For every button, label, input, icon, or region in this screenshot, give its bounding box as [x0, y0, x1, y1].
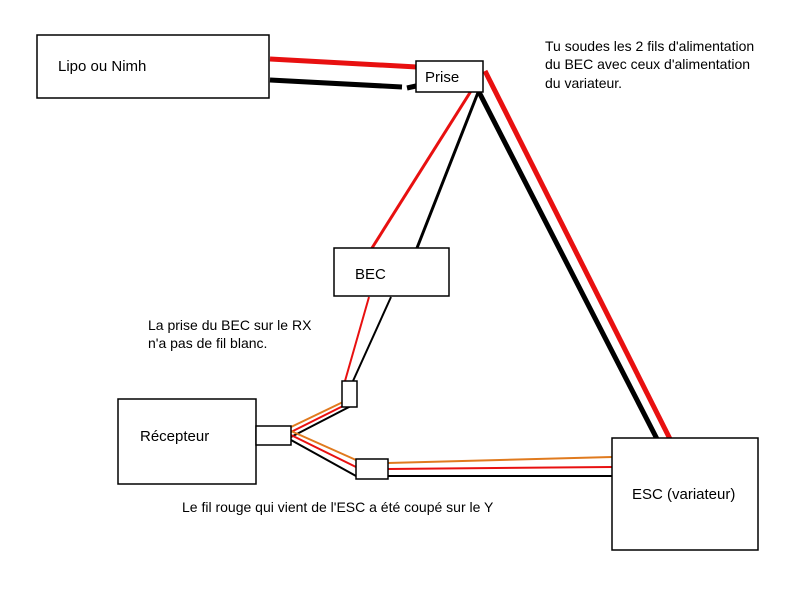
bec-plug-note-line: n'a pas de fil blanc. [148, 335, 267, 351]
esc-red-power-wire [482, 69, 673, 441]
esc-label: ESC (variateur) [632, 486, 735, 503]
rx-bec-black-wire [290, 405, 352, 438]
bec-black-output-wire [352, 296, 392, 382]
plug-box [415, 60, 484, 93]
battery-black-wire [269, 77, 403, 90]
bec-plug-note: La prise du BEC sur le RX n'a pas de fil… [148, 317, 315, 351]
plug-black-stub [406, 83, 417, 91]
battery-red-wire [269, 56, 418, 70]
esc-black-power-wire [476, 90, 660, 441]
bec-red-input-wire [370, 71, 485, 249]
rx-esc-orange-wire [290, 430, 357, 461]
bec-rx-plug [341, 380, 358, 408]
rx-esc-black-wire [290, 439, 357, 477]
bec-black-input-wire [415, 89, 481, 249]
rx-bec-red-wire [290, 403, 348, 433]
red-wire-note: Le fil rouge qui vient de l'ESC a été co… [182, 499, 494, 515]
rx-bec-orange-wire [290, 401, 344, 428]
battery-box [36, 34, 270, 99]
receiver-box [117, 398, 257, 485]
plug-label: Prise [425, 69, 459, 86]
solder-note: Tu soudes les 2 fils d'alimentation du B… [545, 38, 758, 91]
receiver-connector [255, 425, 292, 446]
bec-red-output-wire [344, 296, 370, 382]
esc-box [611, 437, 759, 551]
solder-note-line: Tu soudes les 2 fils d'alimentation [545, 38, 754, 54]
bec-label: BEC [355, 266, 386, 283]
bec-box [333, 247, 450, 297]
esc-signal-orange-wire [387, 456, 613, 464]
esc-signal-red-wire [387, 466, 613, 470]
battery-label: Lipo ou Nimh [58, 58, 146, 75]
y-cable-plug [355, 458, 389, 480]
bec-plug-note-line: La prise du BEC sur le RX [148, 317, 312, 333]
solder-note-line: du variateur. [545, 75, 622, 91]
rx-esc-red-wire [290, 434, 357, 468]
solder-note-line: du BEC avec ceux d'alimentation [545, 56, 750, 72]
receiver-label: Récepteur [140, 428, 209, 445]
